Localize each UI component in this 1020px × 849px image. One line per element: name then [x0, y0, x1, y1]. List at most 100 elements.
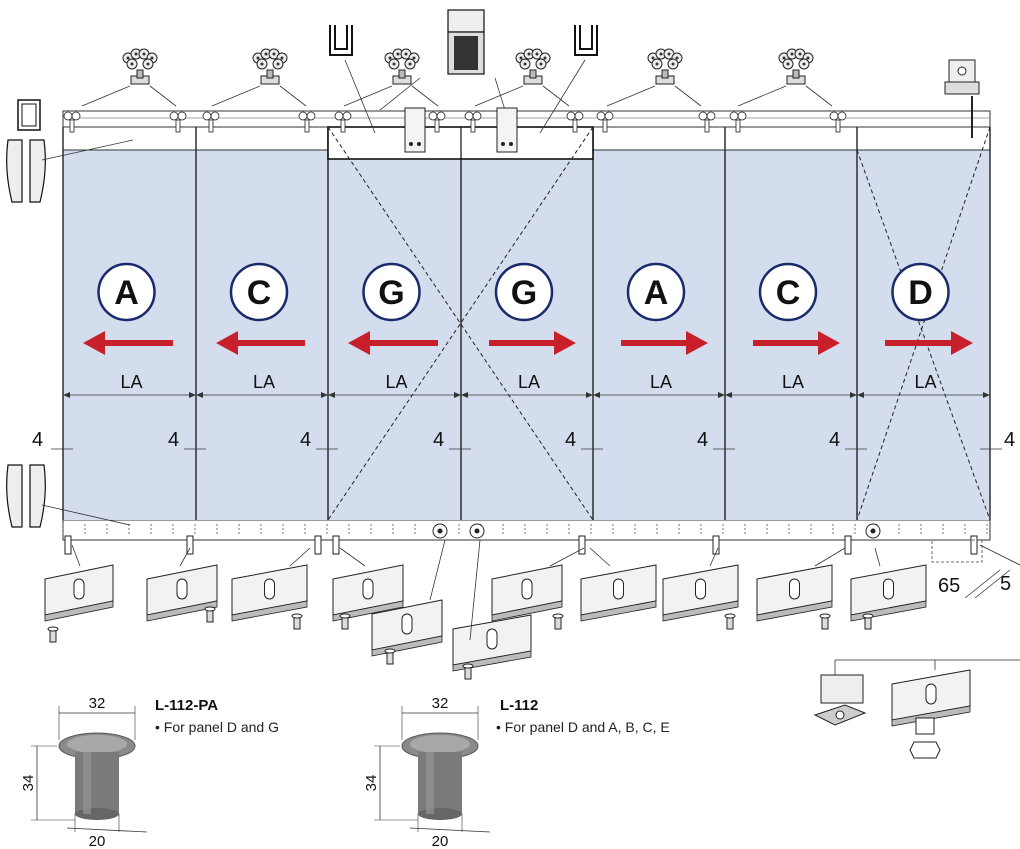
trolley-icon	[647, 48, 683, 85]
track-roller	[334, 111, 344, 121]
track-roller	[63, 111, 73, 121]
patch-fitting-icon	[850, 564, 927, 622]
pivot-stub	[332, 535, 340, 555]
panel-letter: G	[378, 274, 404, 312]
patch-fitting-icon	[491, 564, 563, 622]
pivot-stub	[712, 535, 720, 555]
panel-letter: A	[644, 274, 669, 312]
panel-letter-circle	[891, 262, 950, 322]
gap-label: 4	[565, 429, 576, 451]
patch-fitting-icon	[756, 564, 833, 622]
track-roller	[428, 111, 438, 121]
trolley-icon	[778, 48, 814, 85]
trolley-icon	[384, 48, 420, 85]
pivot-stub	[578, 535, 586, 555]
swing-diagonal	[856, 149, 991, 521]
direction-arrowhead	[686, 331, 708, 355]
part-top-dim: 32	[432, 695, 449, 712]
panel-letter-circle	[362, 262, 421, 322]
patch-fitting-icon	[891, 669, 971, 727]
floor-pin	[341, 616, 349, 630]
track-roller	[698, 111, 708, 121]
part-top-dim: 32	[89, 695, 106, 712]
gap-label: 4	[32, 429, 43, 451]
track-roller	[729, 111, 739, 121]
width-label: LA	[518, 372, 540, 392]
patch-fitting-icon	[231, 564, 308, 622]
direction-arrowhead	[554, 331, 576, 355]
part-bottom-dim: 20	[89, 833, 106, 849]
pivot-stub	[64, 535, 72, 555]
gap-label: 4	[829, 429, 840, 451]
top-track	[62, 110, 991, 128]
trolley-icon	[252, 48, 288, 85]
direction-arrowhead	[951, 331, 973, 355]
direction-arrowhead	[83, 331, 105, 355]
gap-label: 4	[697, 429, 708, 451]
part-code-l112: L-112	[500, 697, 539, 714]
track-roller	[464, 111, 474, 121]
panel-glass	[63, 150, 196, 520]
track-roller	[202, 111, 212, 121]
part-height-dim: 34	[20, 775, 37, 792]
track-roller	[596, 111, 606, 121]
swing-diagonal	[856, 126, 991, 521]
end-stop-icon	[944, 59, 980, 95]
floor-pin	[554, 616, 562, 630]
width-label: LA	[650, 372, 672, 392]
panel-glass	[593, 150, 725, 520]
part-height-dim: 34	[363, 775, 380, 792]
width-label: LA	[385, 372, 407, 392]
direction-arrowhead	[348, 331, 370, 355]
lock-accessory-icon	[813, 674, 867, 726]
trolley-icon	[515, 48, 551, 85]
panel-glass	[328, 150, 461, 520]
width-label: LA	[782, 372, 804, 392]
patch-fitting-icon	[44, 564, 114, 622]
panel-glass	[725, 150, 857, 520]
panel-letter-circle	[494, 262, 554, 322]
floor-dim-5: 5	[1000, 573, 1011, 595]
patch-fitting-icon	[452, 614, 532, 672]
panel-letter: C	[776, 274, 801, 312]
panel-letter-circle	[97, 262, 156, 322]
oval-hole-icon	[909, 741, 941, 759]
gap-label: 4	[300, 429, 311, 451]
panel-letter-circle	[626, 262, 686, 322]
frame-bracket	[496, 107, 518, 153]
width-label: LA	[253, 372, 275, 392]
panel-letter-circle	[229, 262, 289, 322]
track-roller	[566, 111, 576, 121]
floor-pin	[386, 651, 394, 665]
width-label: LA	[120, 372, 142, 392]
direction-arrowhead	[216, 331, 238, 355]
u-clamp-icon	[574, 25, 598, 56]
floor-pin	[864, 616, 872, 630]
panel-letter: G	[511, 274, 537, 312]
rail-profile-icon	[17, 99, 41, 131]
track-roller	[298, 111, 308, 121]
gap-label-right: 4	[1004, 429, 1015, 451]
swing-diagonal	[327, 126, 594, 521]
panel-glass	[196, 150, 328, 520]
panel-letter: D	[908, 274, 933, 312]
square-hole-icon	[915, 717, 935, 735]
frame-bracket	[404, 107, 426, 153]
lock-box-icon	[447, 9, 485, 75]
floor-pin	[293, 616, 301, 630]
floor-pin	[821, 616, 829, 630]
part-code-l112pa: L-112-PA	[155, 697, 219, 714]
panel-glass	[461, 150, 593, 520]
part-desc-l112pa: • For panel D and G	[155, 719, 279, 735]
floor-dim-65: 65	[938, 575, 960, 597]
gap-label: 4	[168, 429, 179, 451]
patch-fitting-icon	[662, 564, 739, 622]
pivot-stub	[970, 535, 978, 555]
pivot-stub	[844, 535, 852, 555]
pivot-stub	[314, 535, 322, 555]
floor-pin	[206, 609, 214, 623]
patch-fitting-icon	[146, 564, 218, 622]
panel-letter-circle	[758, 262, 818, 322]
floor-pin	[726, 616, 734, 630]
